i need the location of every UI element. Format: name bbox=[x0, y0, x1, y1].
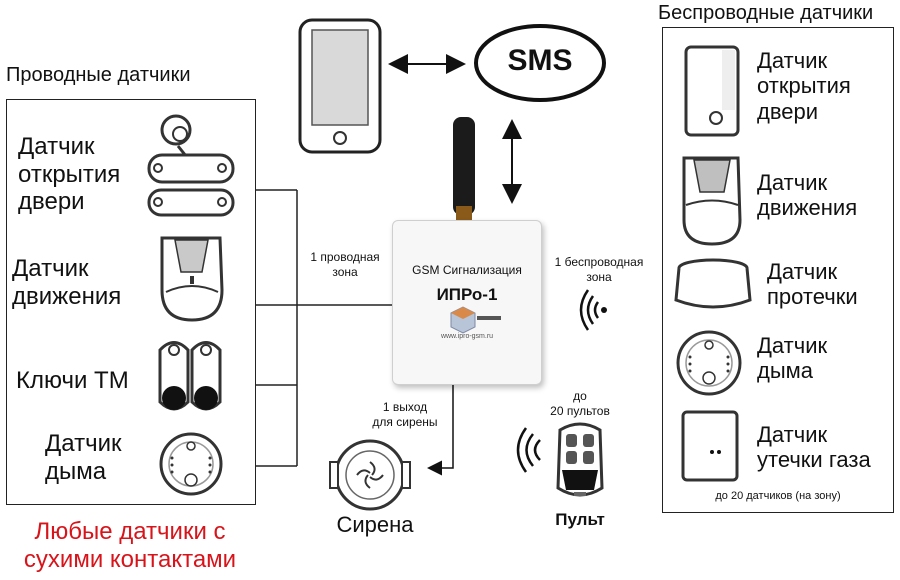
gsm-alarm-device: GSM Сигнализация ИПРо-1 www.ipro-gsm.ru bbox=[392, 220, 542, 385]
siren-label: Сирена bbox=[336, 512, 414, 537]
wired-zone-label: 1 проводная зона bbox=[310, 250, 380, 279]
device-url: www.ipro-gsm.ru bbox=[440, 333, 494, 340]
device-title: GSM Сигнализация bbox=[412, 263, 522, 277]
wireless-sensors-header: Беспроводные датчики bbox=[658, 2, 874, 24]
wireless-zone-label: 1 беспроводная зона bbox=[554, 255, 644, 284]
wired-sensors-header: Проводные датчики bbox=[6, 64, 191, 86]
wired-sensor-label: Датчик движения bbox=[12, 255, 122, 310]
wireless-sensor-label: Датчик утечки газа bbox=[757, 422, 871, 473]
wireless-sensor-label: Датчик протечки bbox=[767, 259, 858, 310]
sms-label: SMS bbox=[507, 44, 573, 77]
dry-contacts-note: Любые датчики с сухими контактами bbox=[23, 518, 237, 574]
wireless-sensor-label: Датчик движения bbox=[757, 170, 858, 221]
remotes-count-label: до 20 пультов bbox=[550, 389, 610, 418]
wireless-limit-note: до 20 датчиков (на зону) bbox=[715, 490, 841, 502]
wired-zone-bus bbox=[255, 189, 392, 467]
wired-sensor-label: Датчик открытия двери bbox=[18, 133, 121, 216]
siren-output-line bbox=[427, 385, 454, 476]
wired-sensor-label: Датчик дыма bbox=[45, 430, 122, 485]
wired-sensor-label: Ключи ТМ bbox=[16, 367, 129, 394]
wireless-sensor-label: Датчик дыма bbox=[757, 333, 828, 384]
device-model: ИПРо-1 bbox=[436, 285, 498, 304]
device-logo-icon bbox=[450, 306, 501, 334]
wireless-sensor-label: Датчик открытия двери bbox=[757, 48, 851, 124]
remote-label: Пульт bbox=[555, 510, 605, 529]
siren-output-label: 1 выход для сирены bbox=[372, 400, 438, 429]
